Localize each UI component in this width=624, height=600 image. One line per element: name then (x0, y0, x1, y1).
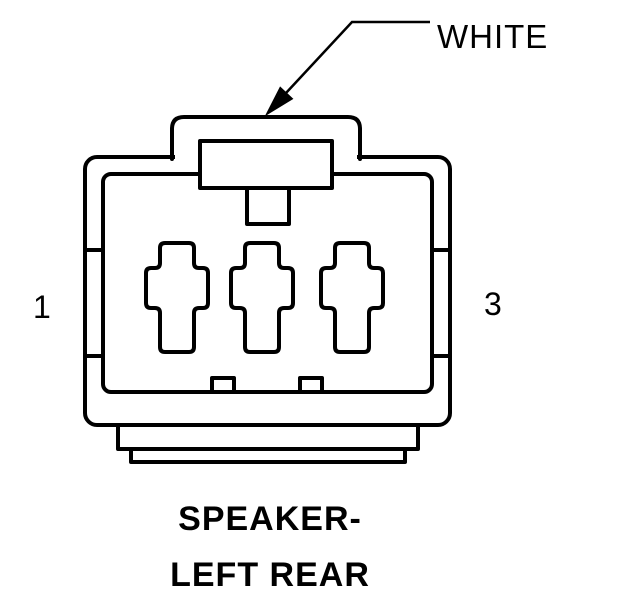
latch-inner-detail (198, 139, 334, 190)
pin-number-left: 1 (33, 289, 51, 325)
caption-line-2: LEFT REAR (170, 556, 370, 594)
caption-line-1: SPEAKER- (178, 500, 362, 538)
leader-line (285, 20, 430, 94)
latch-tab (170, 115, 362, 161)
keying-notch-right (298, 376, 324, 394)
connector-base-upper (116, 423, 420, 451)
latch-keyway (245, 186, 291, 226)
leader-arrow-icon (264, 86, 294, 117)
connector-base-lower (129, 447, 407, 464)
pin-number-right: 3 (484, 286, 502, 322)
keying-notch-left (210, 376, 236, 394)
wire-color-label: WHITE (437, 18, 549, 55)
